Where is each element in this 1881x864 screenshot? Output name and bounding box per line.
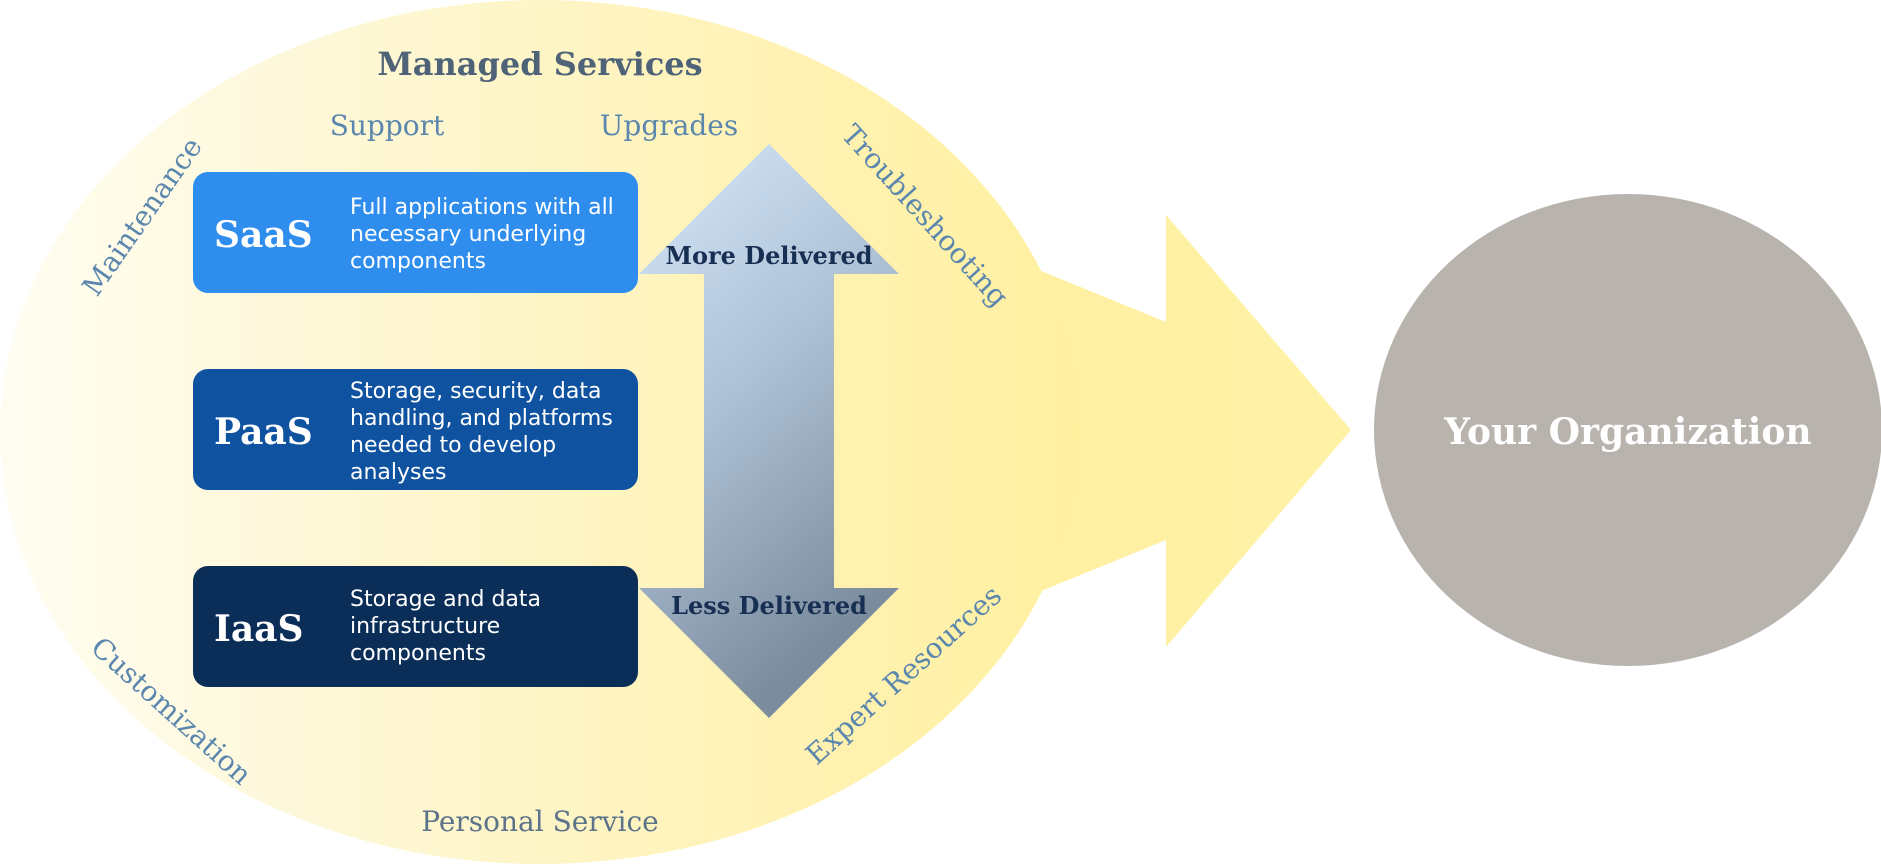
tier-paas-desc-line: analyses (350, 460, 447, 485)
tier-paas-desc-line: needed to develop (350, 433, 556, 458)
tier-saas-desc-line: components (350, 249, 486, 274)
tier-saas-desc-line: Full applications with all (350, 195, 614, 220)
tier-paas-name: PaaS (214, 411, 313, 453)
managed-services-title: Managed Services (377, 45, 702, 83)
tier-saas-name: SaaS (214, 214, 313, 256)
organization-label: Your Organization (1443, 411, 1811, 453)
tier-iaas-description: Storage and data infrastructure componen… (350, 587, 548, 666)
tier-paas-box (193, 369, 638, 490)
service-label-personal-service: Personal Service (421, 805, 659, 838)
more-delivered-label: More Delivered (665, 241, 872, 270)
less-delivered-label: Less Delivered (671, 591, 867, 620)
tier-iaas: IaaS Storage and data infrastructure com… (193, 566, 638, 687)
delivered-double-arrow (639, 144, 899, 718)
tier-iaas-desc-line: components (350, 641, 486, 666)
tier-paas-description: Storage, security, data handling, and pl… (350, 379, 620, 485)
tier-iaas-desc-line: Storage and data (350, 587, 541, 612)
tier-paas-desc-line: Storage, security, data (350, 379, 601, 404)
service-label-upgrades: Upgrades (600, 109, 738, 142)
tier-iaas-desc-line: infrastructure (350, 614, 500, 639)
tier-saas: SaaS Full applications with all necessar… (193, 172, 638, 293)
tier-paas-desc-line: handling, and platforms (350, 406, 613, 431)
tier-paas: PaaS Storage, security, data handling, a… (193, 369, 638, 490)
tier-saas-desc-line: necessary underlying (350, 222, 586, 247)
tier-iaas-box (193, 566, 638, 687)
tier-saas-description: Full applications with all necessary und… (350, 195, 621, 274)
tier-saas-box (193, 172, 638, 293)
organization-circle (1374, 194, 1881, 666)
service-label-support: Support (330, 109, 445, 142)
tier-iaas-name: IaaS (214, 608, 304, 650)
